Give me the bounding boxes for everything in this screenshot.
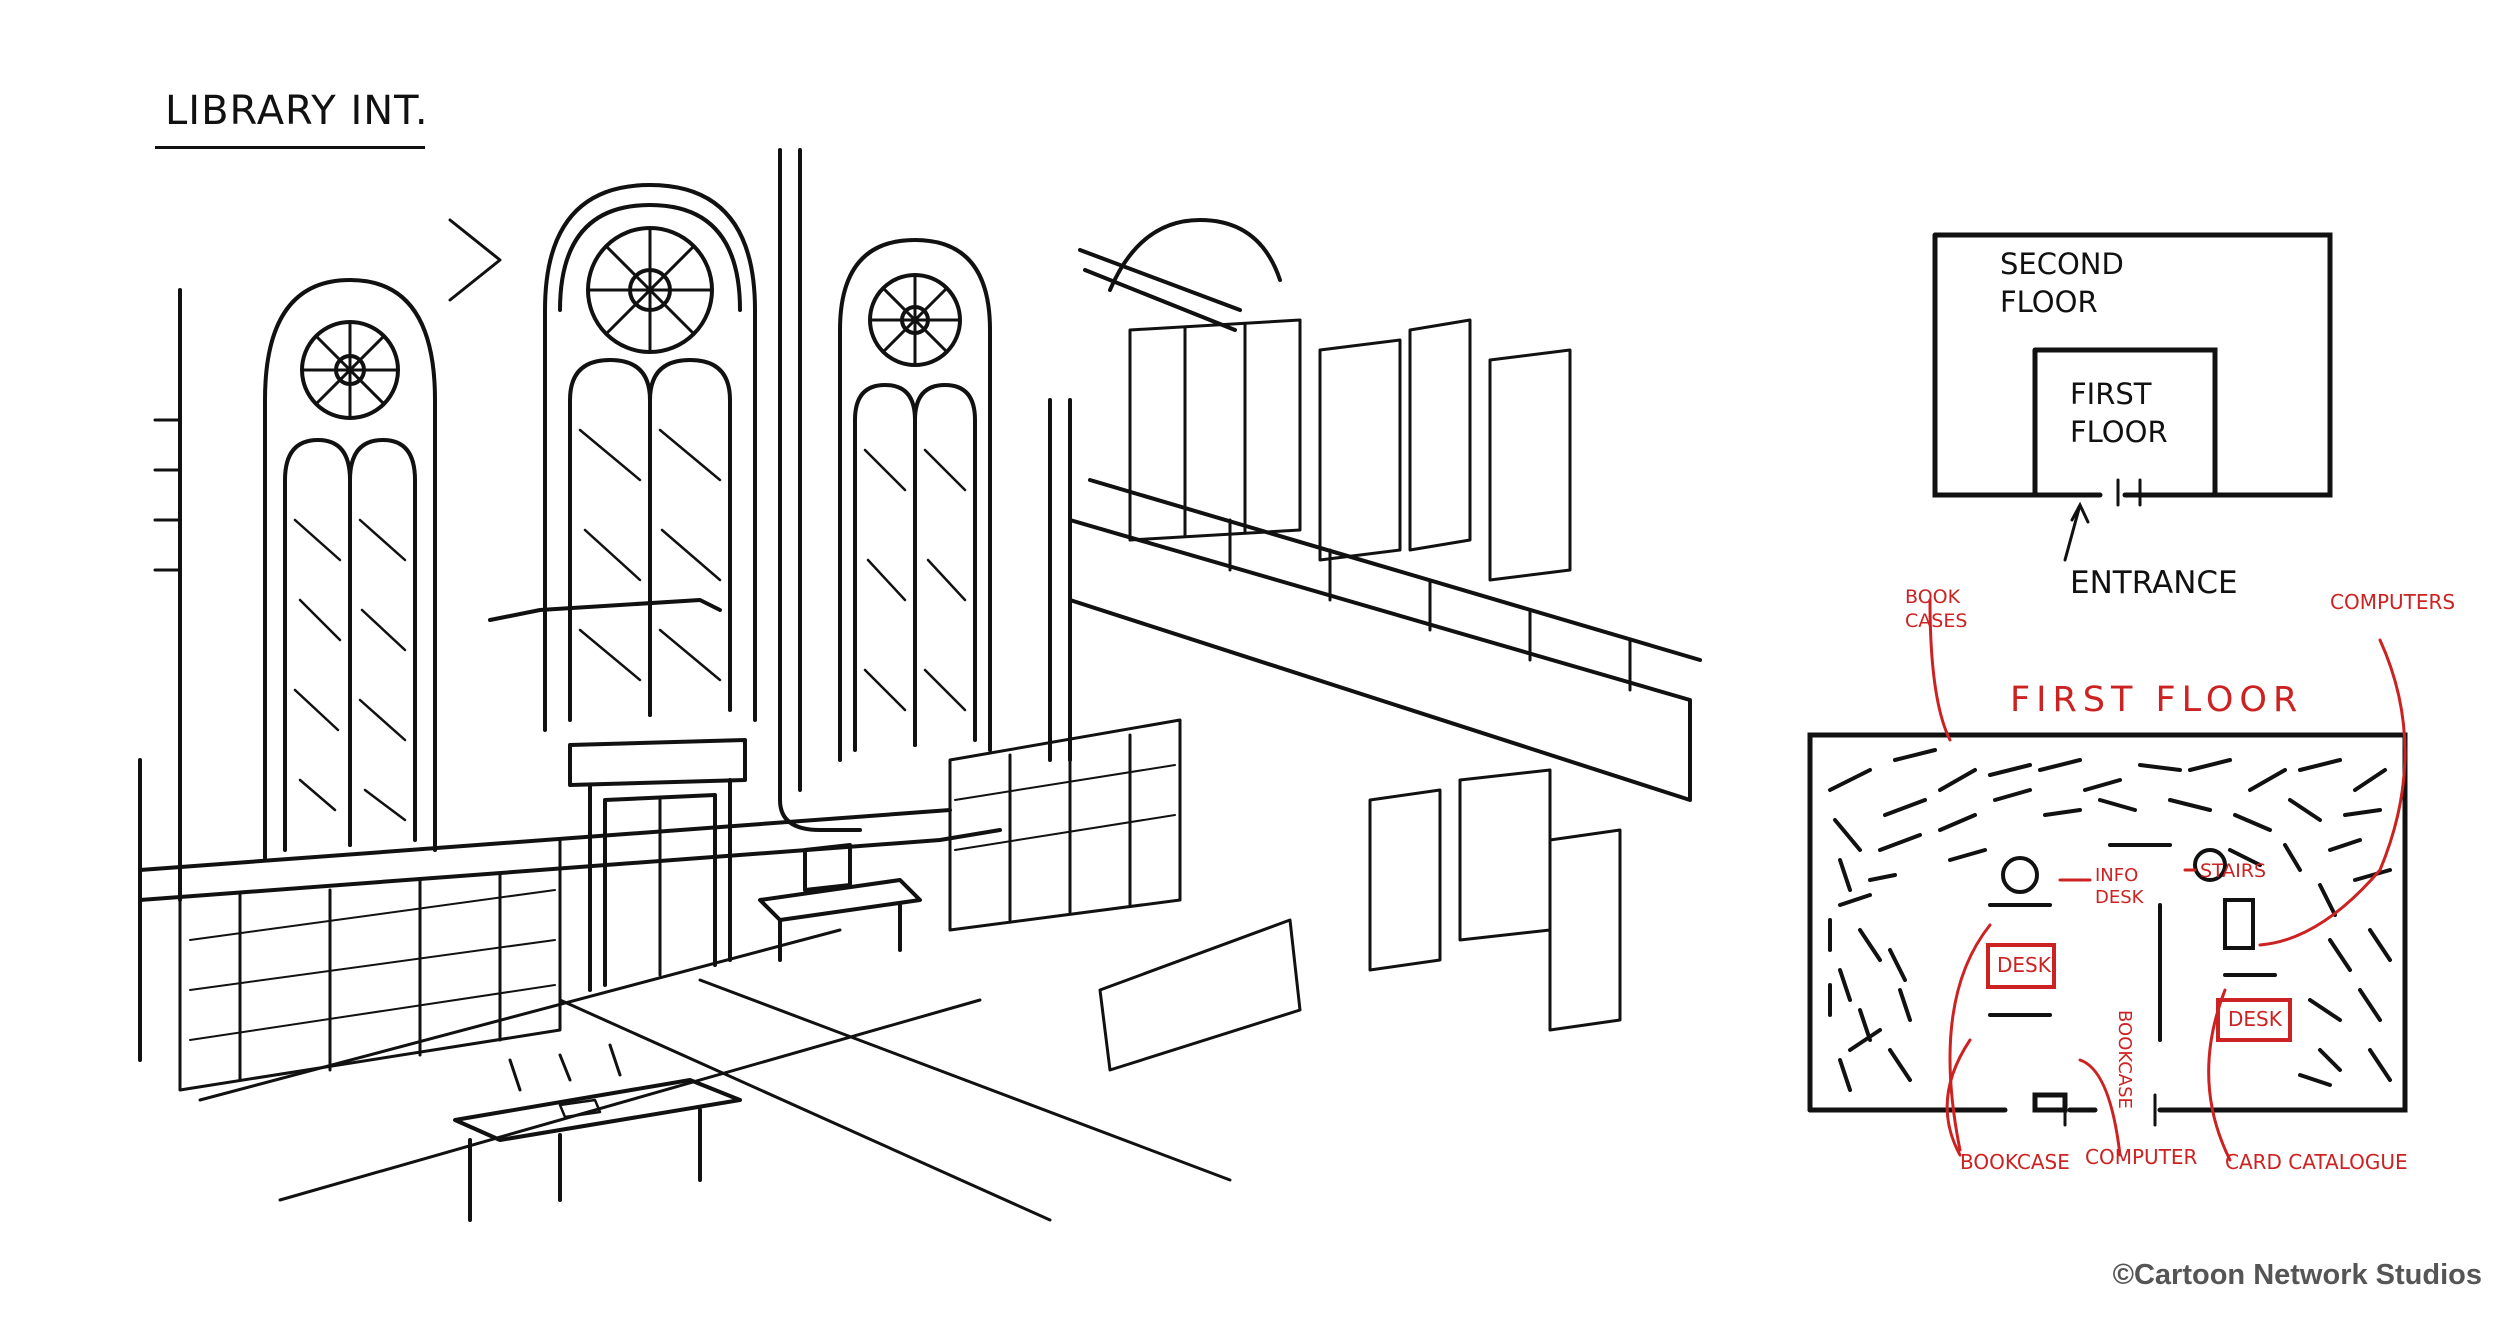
bookcases-free-standing: [1098, 768, 1622, 1072]
info-desk-label: INFO DESK: [2095, 865, 2144, 908]
bookcases-upper: [1128, 318, 1572, 582]
computers-label: COMPUTERS: [2330, 590, 2456, 614]
computer-desk: [758, 843, 922, 962]
book-cases-label: BOOK CASES: [1905, 586, 1968, 632]
arched-window-2: [543, 183, 757, 732]
arched-window-1: [263, 278, 437, 862]
bookcase-row-left: [178, 838, 562, 1092]
copyright-notice: ©Cartoon Network Studios: [2112, 1259, 2482, 1291]
bookcase-center-label: BOOKCASE: [2114, 1010, 2135, 1109]
library-interior-sketch: [138, 148, 1702, 1222]
title-underline: [155, 146, 425, 149]
desk-right-label: DESK: [2228, 1007, 2282, 1031]
bookcase-row-center: [948, 718, 1182, 932]
sheet-title: LIBRARY INT.: [165, 88, 429, 134]
second-floor-label: SECOND FLOOR: [2000, 247, 2124, 319]
desk-left-label: DESK: [1997, 953, 2051, 977]
bookcase-bottom-label: BOOKCASE: [1960, 1150, 2070, 1174]
first-floor-label: FIRST FLOOR: [2070, 377, 2168, 449]
stairs-label: STAIRS: [2200, 860, 2267, 882]
entrance-label: ENTRANCE: [2070, 565, 2238, 601]
computer-label: COMPUTER: [2085, 1145, 2198, 1169]
arched-window-3: [838, 238, 992, 762]
first-floor-heading: FIRST FLOOR: [2010, 680, 2304, 720]
doorway: [568, 738, 747, 992]
card-catalogue-label: CARD CATALOGUE: [2225, 1150, 2408, 1174]
reading-table: [453, 1043, 742, 1222]
